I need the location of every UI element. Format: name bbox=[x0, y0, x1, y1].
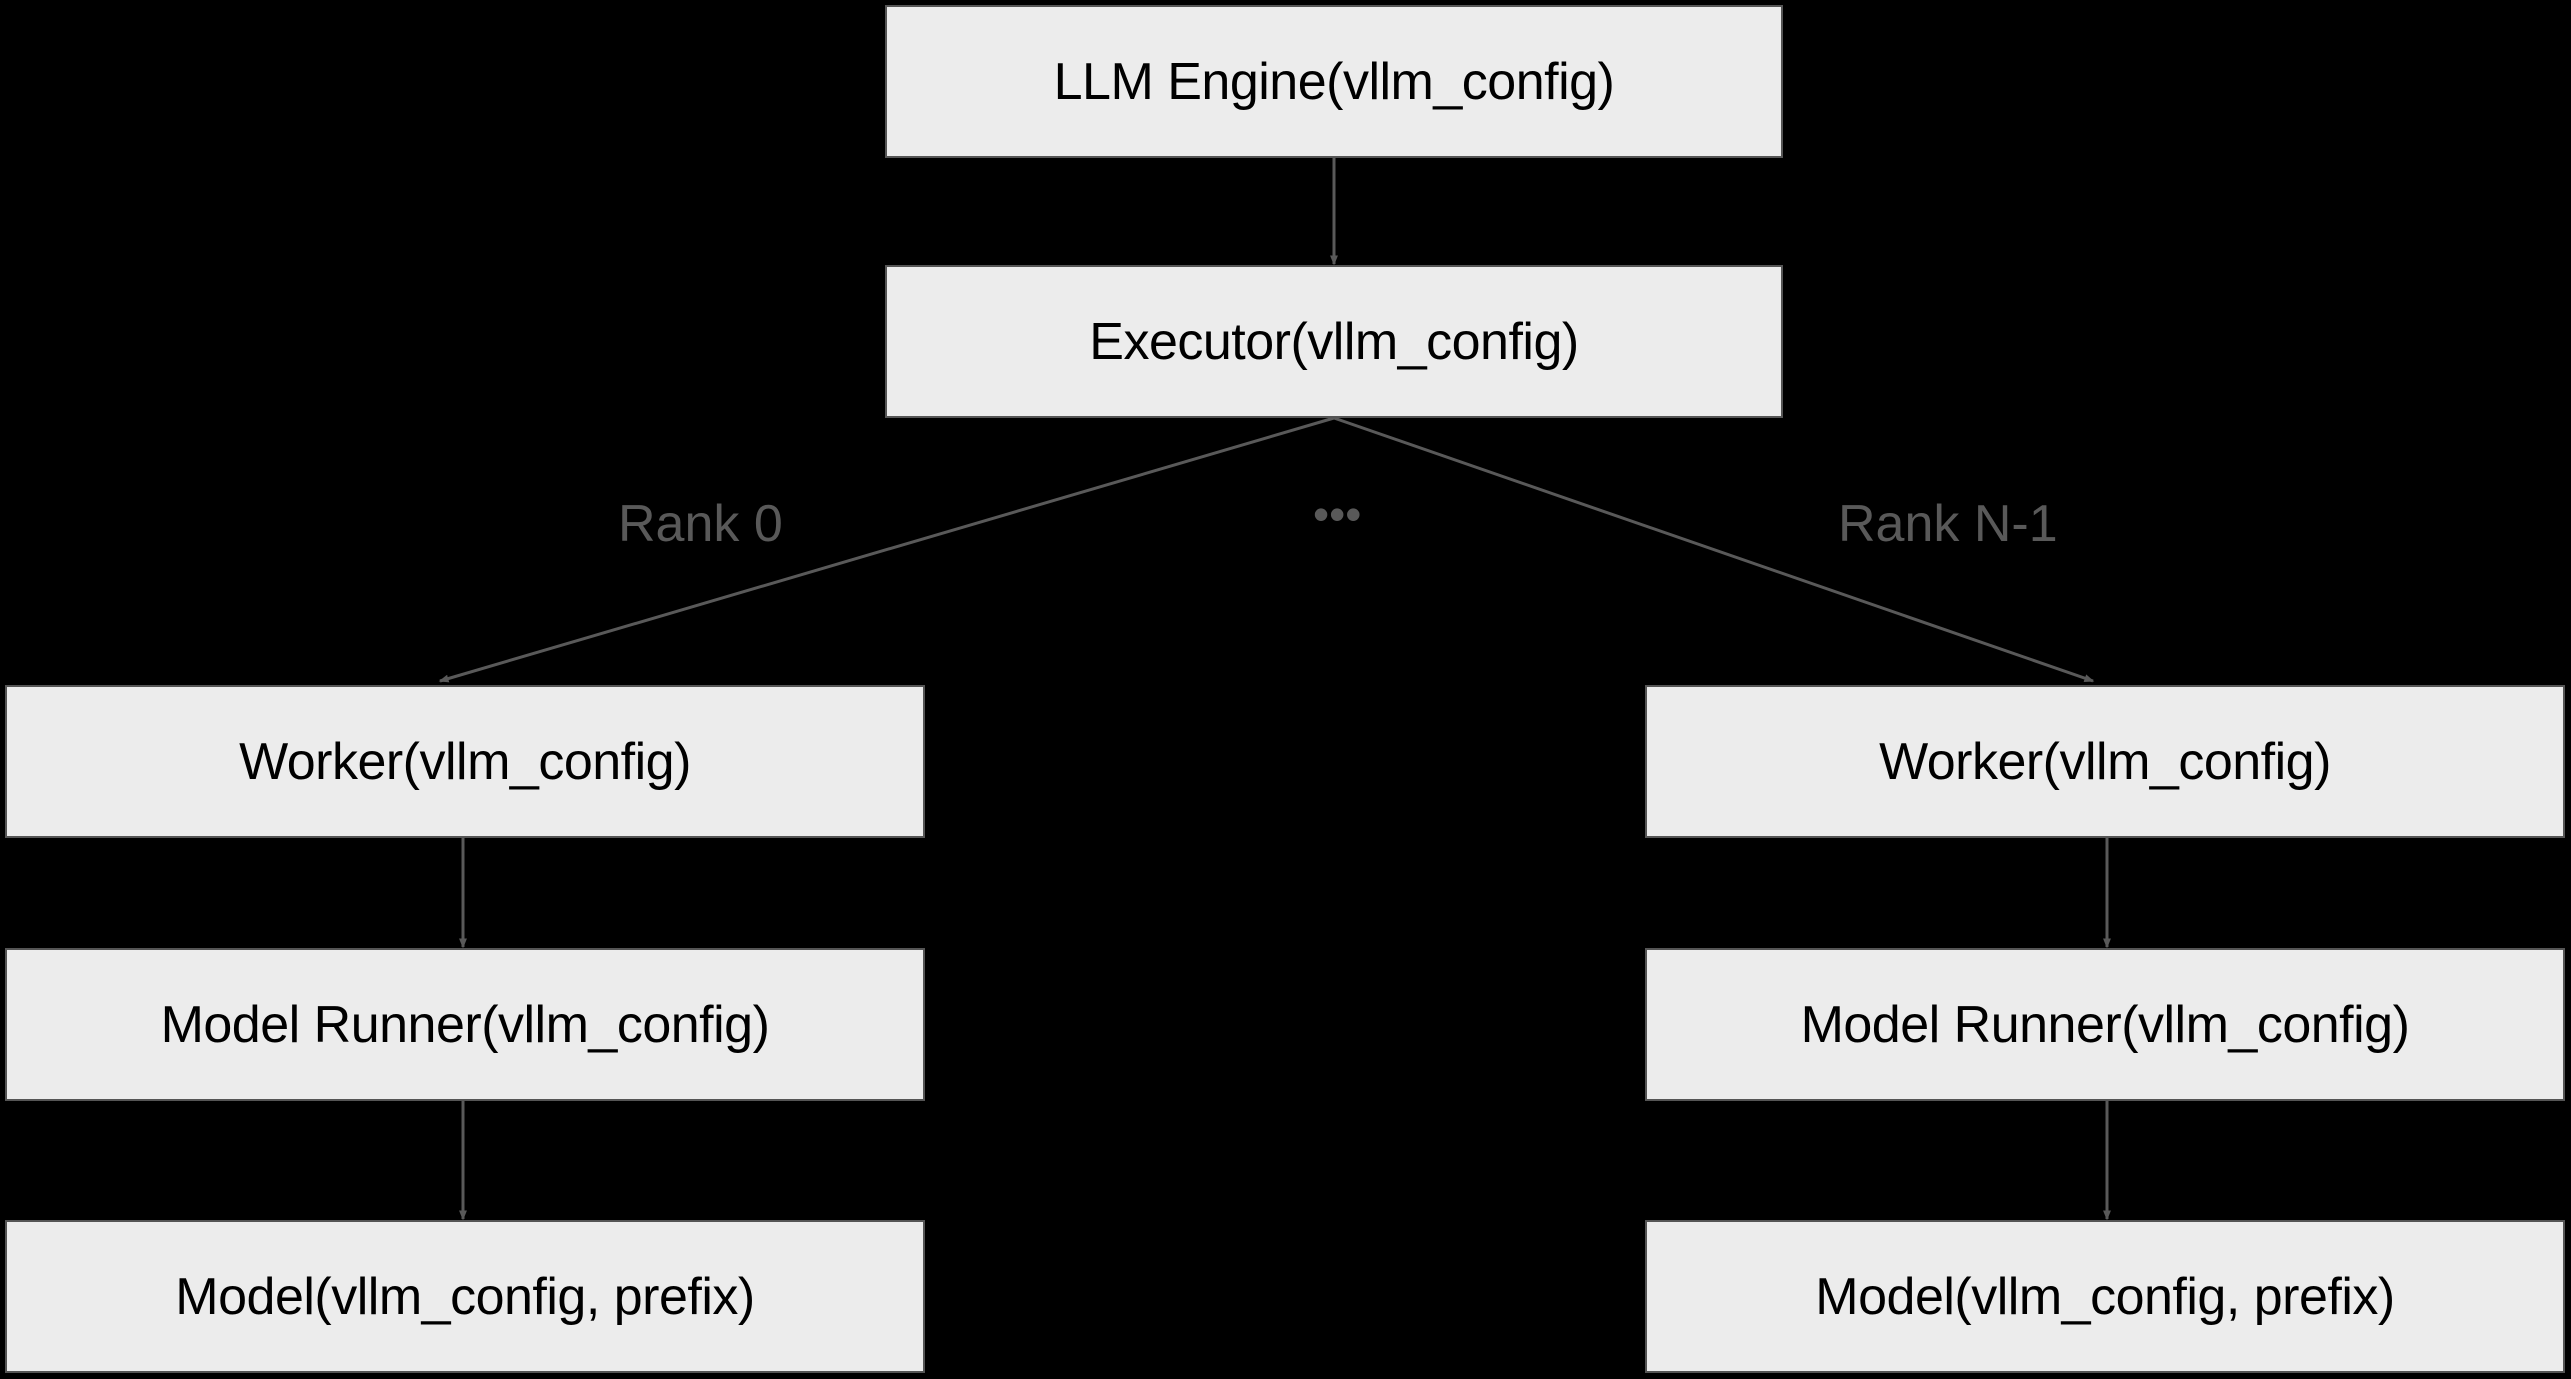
node-model-runner-rankn-label: Model Runner(vllm_config) bbox=[1800, 995, 2410, 1054]
node-model-rank0[interactable]: Model(vllm_config, prefix) bbox=[5, 1220, 925, 1373]
node-model-runner-rank0-label: Model Runner(vllm_config) bbox=[160, 995, 770, 1054]
node-model-rankn[interactable]: Model(vllm_config, prefix) bbox=[1645, 1220, 2565, 1373]
node-worker-rankn-label: Worker(vllm_config) bbox=[1879, 732, 2331, 791]
node-model-runner-rankn[interactable]: Model Runner(vllm_config) bbox=[1645, 948, 2565, 1101]
edge-label-rank-0: Rank 0 bbox=[618, 495, 783, 553]
node-executor-label: Executor(vllm_config) bbox=[1089, 312, 1579, 371]
node-worker-rankn[interactable]: Worker(vllm_config) bbox=[1645, 685, 2565, 838]
node-llm-engine[interactable]: LLM Engine(vllm_config) bbox=[885, 5, 1783, 158]
node-executor[interactable]: Executor(vllm_config) bbox=[885, 265, 1783, 418]
node-worker-rank0-label: Worker(vllm_config) bbox=[239, 732, 691, 791]
edge-label-ellipsis: ••• bbox=[1313, 488, 1362, 540]
node-model-runner-rank0[interactable]: Model Runner(vllm_config) bbox=[5, 948, 925, 1101]
node-llm-engine-label: LLM Engine(vllm_config) bbox=[1053, 52, 1615, 111]
edge-label-rank-n-minus-1: Rank N-1 bbox=[1838, 495, 2058, 553]
node-worker-rank0[interactable]: Worker(vllm_config) bbox=[5, 685, 925, 838]
node-model-rank0-label: Model(vllm_config, prefix) bbox=[175, 1267, 755, 1326]
edge-executor-to-worker-rank0 bbox=[438, 416, 1335, 683]
node-model-rankn-label: Model(vllm_config, prefix) bbox=[1815, 1267, 2395, 1326]
